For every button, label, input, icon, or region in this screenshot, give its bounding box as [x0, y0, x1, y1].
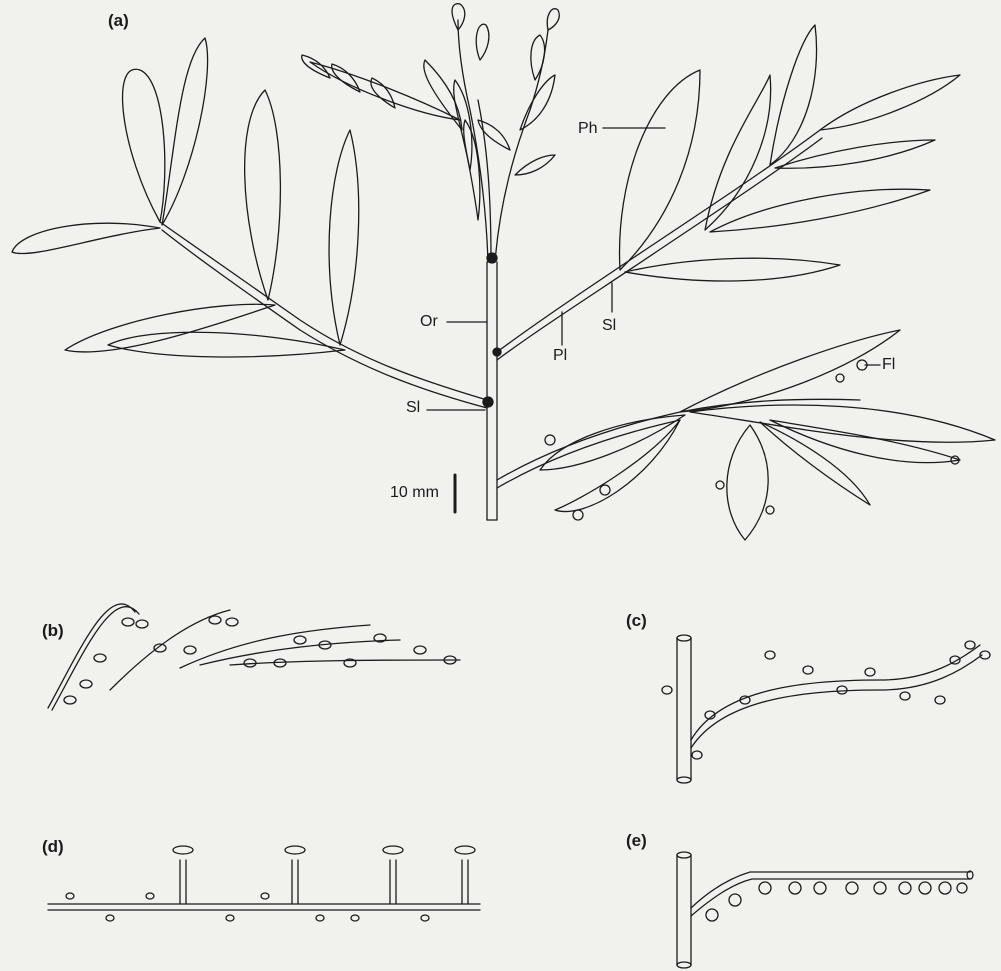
fertile-branch-lower	[497, 420, 680, 488]
panel-d-label: (d)	[42, 838, 64, 855]
orthotropic-axis	[677, 855, 691, 965]
right-branch-lower	[497, 138, 822, 360]
panel-d-drawing	[48, 846, 480, 921]
leaf	[12, 223, 160, 253]
leaf	[65, 304, 275, 352]
label-ph: Ph	[578, 121, 598, 137]
leaflet-set	[662, 641, 990, 759]
leaf	[476, 24, 489, 60]
fertile-branch	[497, 399, 860, 480]
label-or: Or	[420, 314, 438, 330]
scale-label: 10 mm	[390, 485, 439, 501]
leaf	[547, 9, 559, 30]
leaf	[245, 90, 281, 300]
leaf	[820, 75, 960, 130]
axis-top	[677, 852, 691, 858]
flower-cluster	[545, 435, 555, 445]
right-branch-node	[493, 348, 501, 356]
flower-cluster	[600, 485, 610, 495]
leaf	[705, 75, 771, 230]
main-stem	[487, 262, 497, 520]
panel-c-drawing	[662, 635, 990, 783]
axis	[110, 610, 230, 690]
plagiotropic-axis	[691, 645, 980, 740]
leaf	[540, 415, 685, 470]
axis-top	[677, 635, 691, 641]
label-sl-right: Sl	[602, 318, 616, 334]
horizontal-axis	[48, 904, 480, 910]
leaf	[329, 130, 359, 345]
leaf	[515, 155, 555, 175]
flower-cluster	[766, 506, 774, 514]
axis-bottom	[677, 962, 691, 968]
upright-shoot	[462, 860, 468, 904]
left-branch-lower	[162, 230, 487, 408]
panel-a-drawing	[12, 4, 995, 540]
leaf	[625, 258, 840, 281]
leaf	[531, 35, 545, 80]
panel-b-drawing	[48, 604, 460, 710]
upright-shoot	[292, 860, 298, 904]
leaf	[690, 405, 995, 442]
orthotropic-axis	[677, 638, 691, 780]
leaf	[710, 189, 930, 232]
flower-cluster	[836, 374, 844, 382]
label-sl-left: Sl	[406, 400, 420, 416]
panel-a-label: (a)	[108, 12, 129, 29]
panel-b-label: (b)	[42, 622, 64, 639]
label-fl: Fl	[882, 357, 895, 373]
apex-node	[487, 253, 497, 263]
flower-cluster	[716, 481, 724, 489]
upright-shoot	[180, 860, 186, 904]
panel-c-label: (c)	[626, 612, 647, 629]
leaflet-set	[706, 882, 967, 921]
axis-bottom	[677, 777, 691, 783]
leaf	[123, 69, 165, 222]
label-pl: Pl	[553, 348, 567, 364]
panel-e-drawing	[677, 852, 973, 968]
leaf	[770, 25, 817, 165]
flower-cluster	[573, 510, 583, 520]
panel-e-label: (e)	[626, 832, 647, 849]
upright-shoot	[390, 860, 396, 904]
leaf	[727, 425, 768, 540]
left-branch	[160, 222, 487, 400]
leaf	[162, 38, 208, 225]
left-branch-node	[483, 397, 493, 407]
leaf	[454, 80, 472, 170]
